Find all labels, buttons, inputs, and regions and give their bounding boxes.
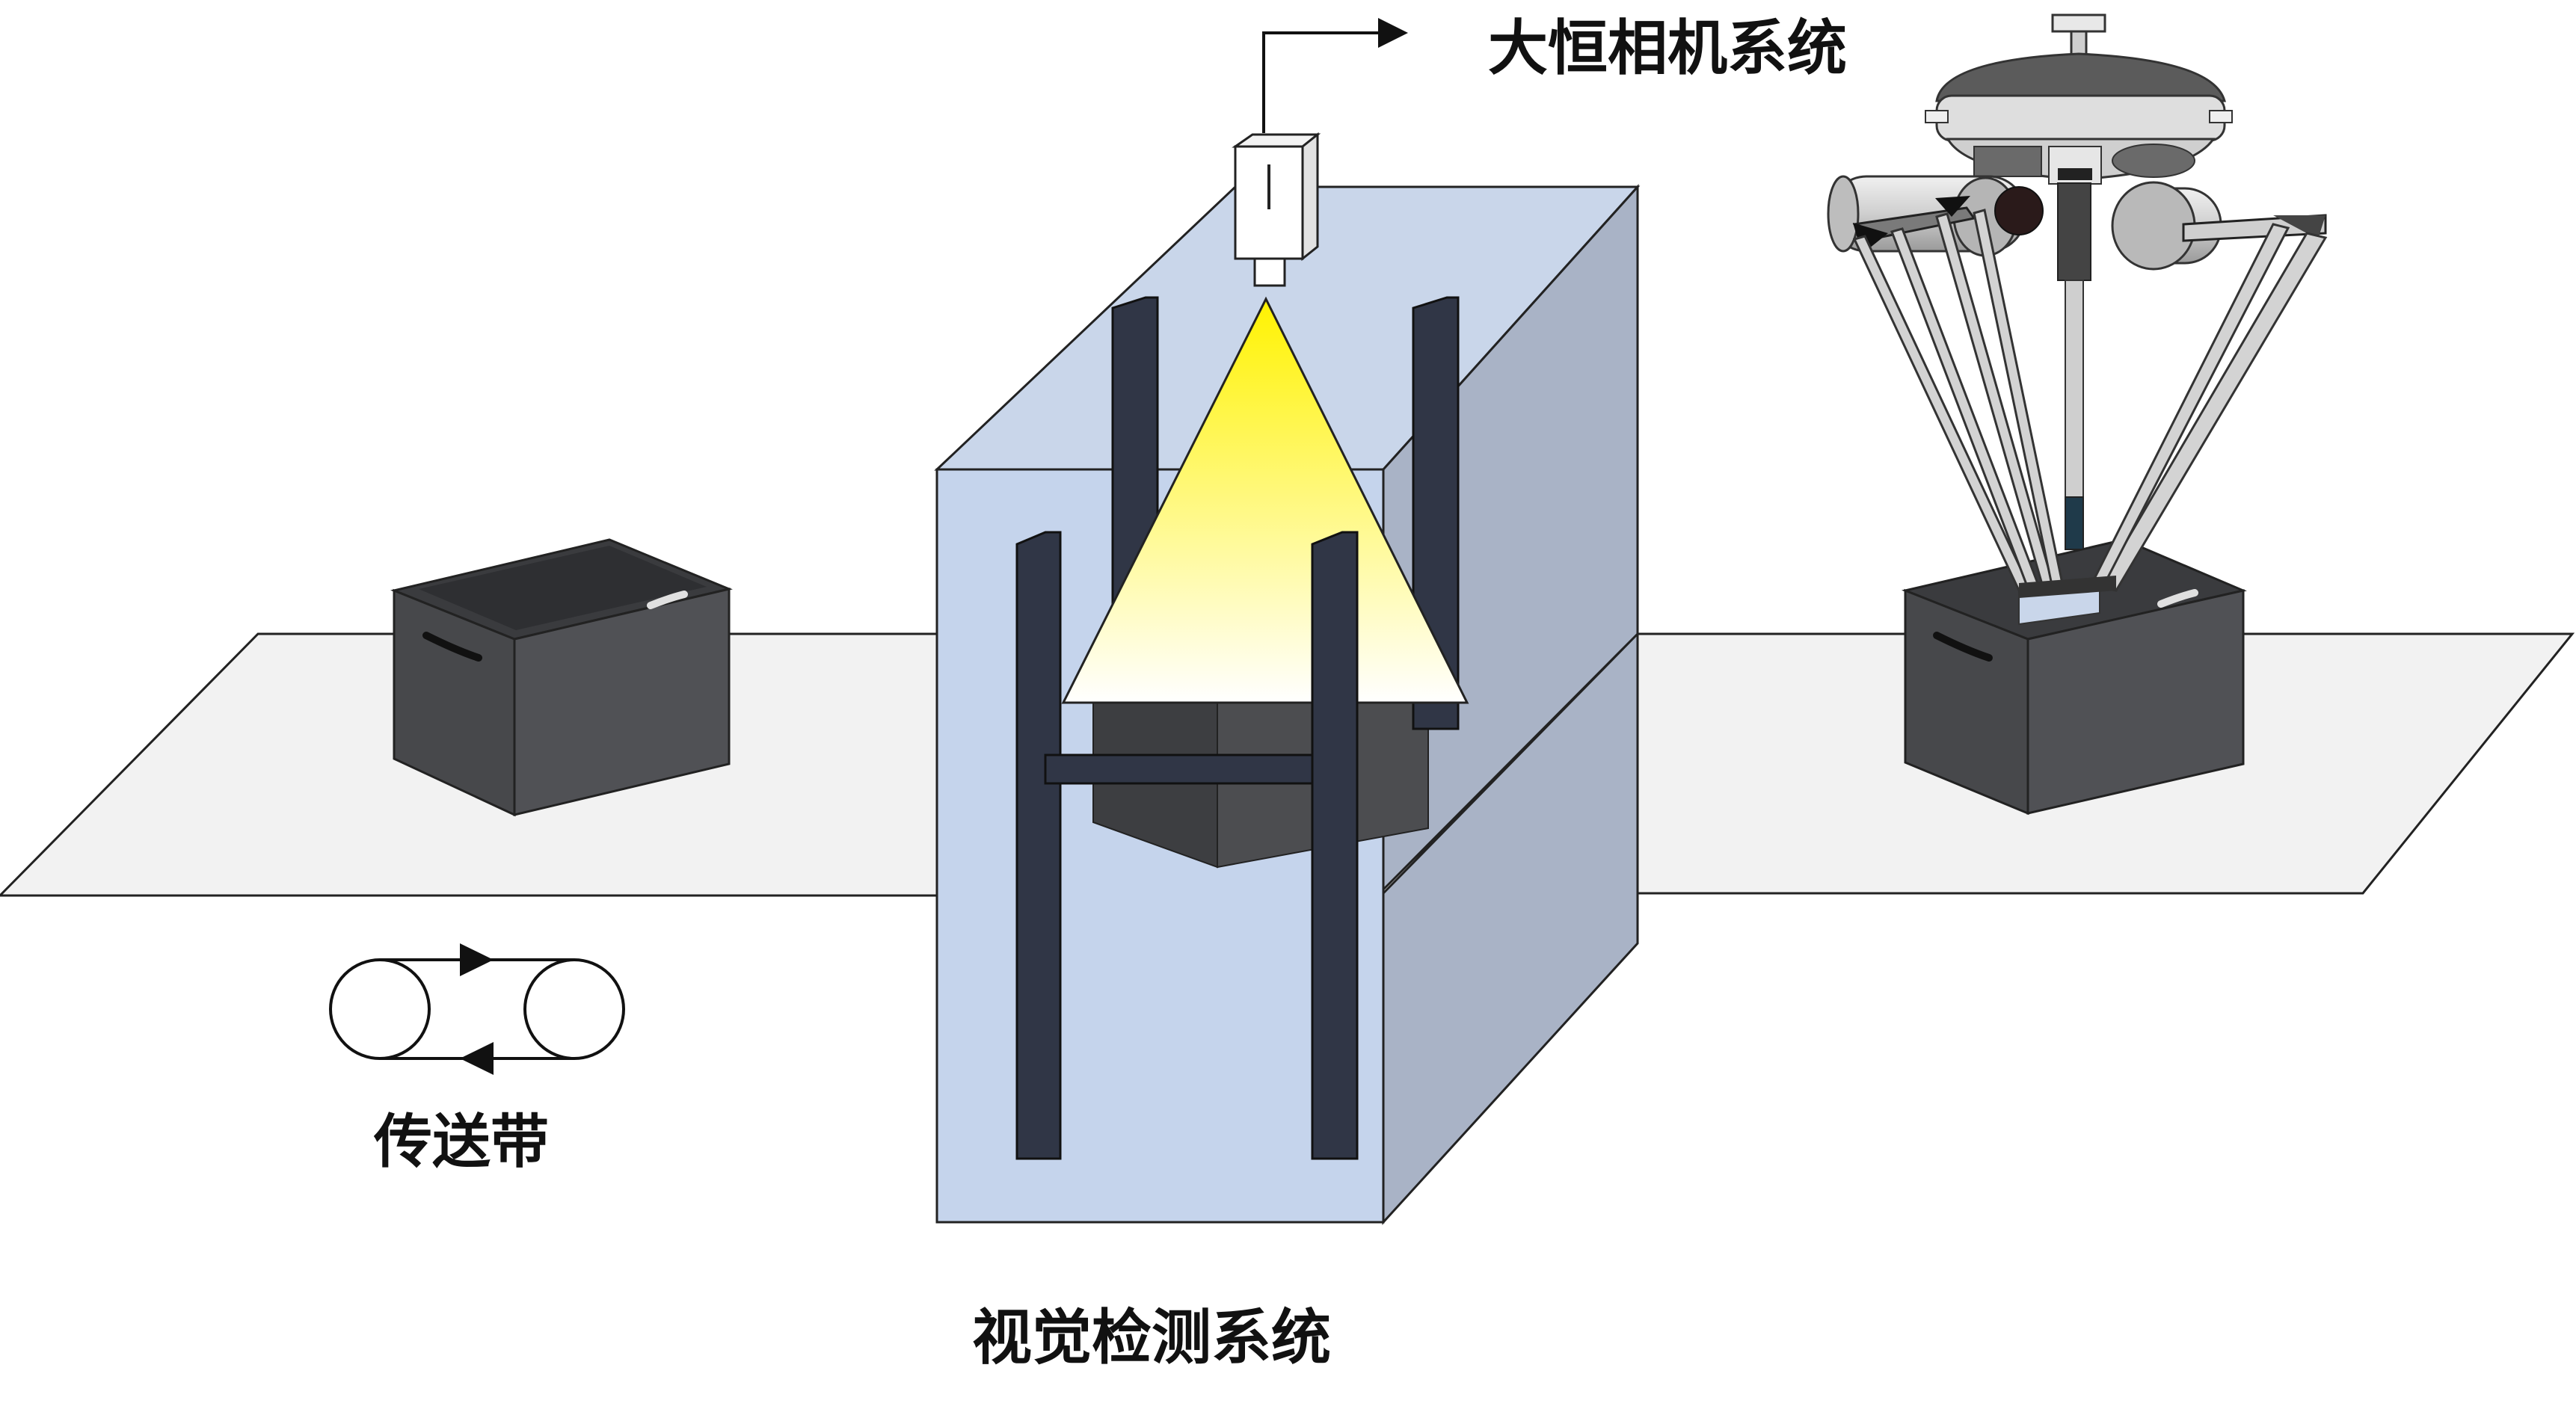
- crate-icon: [390, 538, 733, 817]
- crate-icon: [1901, 538, 2247, 816]
- crate-left-inner: [419, 546, 707, 630]
- robot-dome: [1935, 52, 2226, 102]
- frame-front-posts: [1015, 531, 1359, 1160]
- camera-system-label: 大恒相机系统: [1488, 13, 1847, 83]
- frame-post: [1015, 531, 1062, 1160]
- robot-center-column: [2057, 182, 2091, 281]
- belt-through-cabinet: [1382, 632, 1639, 896]
- roller-left: [329, 958, 431, 1060]
- robot-joint-dark: [1994, 186, 2044, 235]
- frame-crossbar: [1044, 753, 1314, 785]
- conveyor-rollers-icon: [329, 943, 625, 1075]
- robot-motor-left: [1973, 146, 2042, 177]
- robot-forearms: [1852, 209, 2328, 595]
- camera-lens: [1253, 257, 1286, 287]
- crate-left-handle-side: [647, 591, 688, 609]
- crate-right-side: [2026, 589, 2245, 815]
- crate-right-handle-side: [2157, 589, 2198, 608]
- robot-top-knob: [2051, 13, 2106, 33]
- robot-center-rod-end: [2065, 496, 2084, 550]
- crate-right-handle-front: [1933, 632, 1993, 662]
- roller-arrow-right: [460, 943, 494, 976]
- camera-callout-arrow: [1262, 18, 1408, 133]
- delta-robot-icon: [1827, 13, 2328, 598]
- robot-base-ring: [1935, 94, 2226, 142]
- robot-motor-center-slot: [2058, 168, 2092, 180]
- light-cone: [1061, 296, 1469, 704]
- robot-ear-left: [1925, 110, 1949, 123]
- robot-forearm-rod: [2091, 223, 2290, 585]
- conveyor-belt-label: 传送带: [374, 1109, 550, 1176]
- robot-ear-right: [2209, 110, 2233, 123]
- crate-left-handle-front: [422, 632, 482, 662]
- robot-forearm-rod: [2097, 232, 2328, 592]
- vision-system-label: 视觉检测系统: [972, 1303, 1331, 1372]
- roller-arrow-left: [460, 1042, 494, 1075]
- robot-effector: [2019, 576, 2116, 598]
- camera-side: [1301, 132, 1319, 262]
- robot-elbow-right: [2273, 215, 2326, 239]
- robot-center-rod: [2065, 280, 2084, 498]
- robot-elbow-mid: [1935, 196, 1970, 217]
- robot-motor-right: [2112, 144, 2195, 178]
- roller-right: [523, 958, 625, 1060]
- camera-icon: [1232, 18, 1408, 287]
- frame-post: [1311, 531, 1359, 1160]
